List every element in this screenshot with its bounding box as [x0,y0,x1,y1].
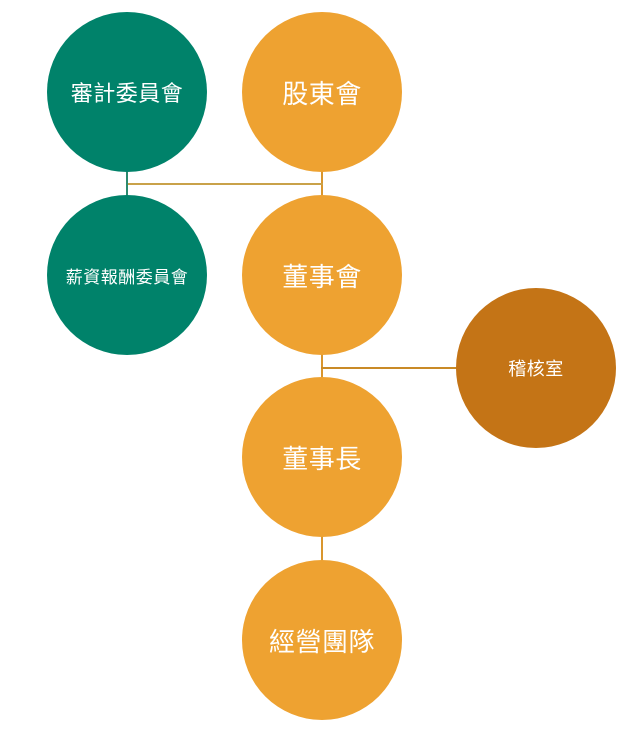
connector-committees-horizontal [126,183,323,185]
connector-chairman-management [321,535,323,563]
node-chairman[interactable]: 董事長 [242,377,402,537]
node-board-of-directors[interactable]: 董事會 [242,195,402,355]
node-management-team[interactable]: 經營團隊 [242,560,402,720]
node-shareholders-meeting[interactable]: 股東會 [242,12,402,172]
node-internal-audit-office[interactable]: 稽核室 [456,288,616,448]
node-label: 薪資報酬委員會 [65,267,189,288]
node-label: 經營團隊 [268,627,375,658]
node-label: 審計委員會 [70,82,184,107]
node-label: 董事會 [282,262,362,293]
node-audit-committee[interactable]: 審計委員會 [47,12,207,172]
node-label: 稽核室 [508,359,564,380]
connector-board-internal-audit [321,367,458,369]
connector-audit-compensation [126,170,128,198]
node-label: 董事長 [282,444,362,475]
node-compensation-committee[interactable]: 薪資報酬委員會 [47,195,207,355]
node-label: 股東會 [282,79,362,110]
